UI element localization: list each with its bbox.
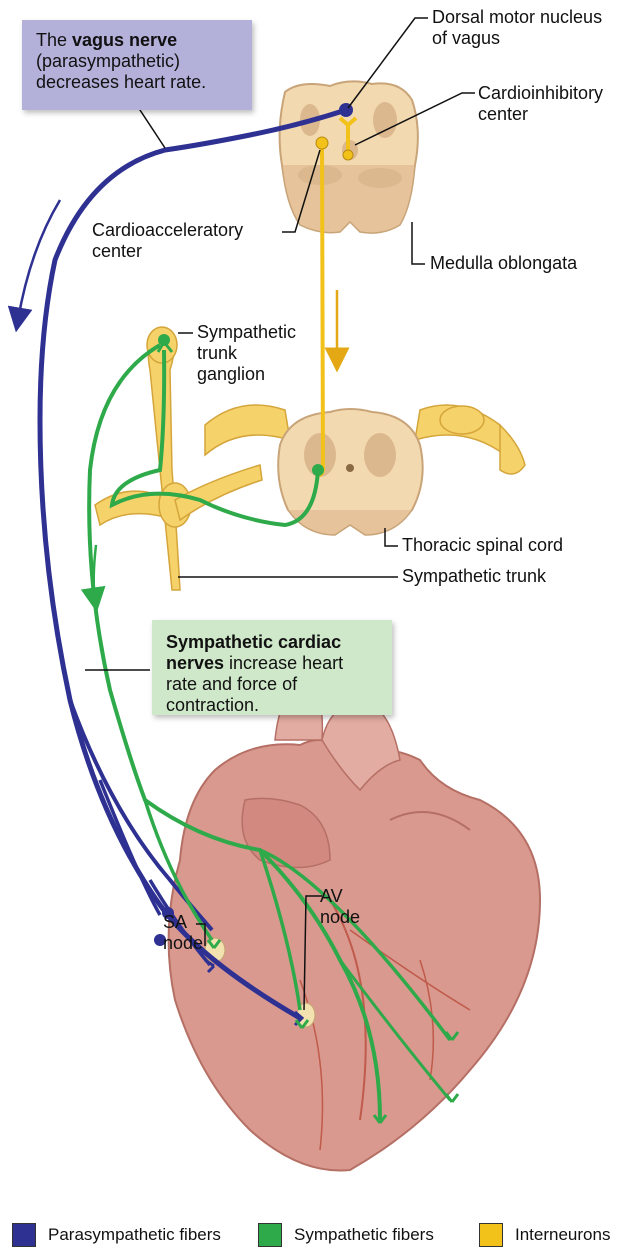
legend-swatch-interneurons <box>479 1223 503 1247</box>
label-av-node: AV node <box>320 886 360 928</box>
label-thoracic-spinal-cord: Thoracic spinal cord <box>402 535 563 556</box>
label-thoracic-text: Thoracic spinal cord <box>402 535 563 555</box>
label-sympathetic-trunk-text: Sympathetic trunk <box>402 566 546 586</box>
label-medulla-oblongata: Medulla oblongata <box>430 253 577 274</box>
label-dorsal-motor-nucleus: Dorsal motor nucleus of vagus <box>432 7 602 49</box>
vagus-bold: vagus nerve <box>72 30 177 50</box>
legend-parasympathetic: Parasympathetic fibers <box>12 1223 221 1247</box>
legend-swatch-sympathetic <box>258 1223 282 1247</box>
legend-sympathetic: Sympathetic fibers <box>258 1223 434 1247</box>
label-av-line1: AV <box>320 886 360 907</box>
label-cardioacceleratory-center: Cardioacceleratory center <box>92 220 243 262</box>
legend-label-sympathetic: Sympathetic fibers <box>294 1225 434 1245</box>
label-cardioinhibitory-center: Cardioinhibitory center <box>478 83 603 125</box>
label-av-line2: node <box>320 907 360 928</box>
label-dorsal-line2: of vagus <box>432 28 602 49</box>
vagus-prefix: The <box>36 30 72 50</box>
label-sympathetic-trunk-ganglion: Sympathetic trunk ganglion <box>197 322 296 385</box>
label-ganglion-line1: Sympathetic <box>197 322 296 343</box>
label-sa-node: SA node <box>163 912 203 954</box>
label-ganglion-line3: ganglion <box>197 364 296 385</box>
label-dorsal-line1: Dorsal motor nucleus <box>432 7 602 28</box>
legend-interneurons: Interneurons <box>479 1223 610 1247</box>
vagus-rest: (parasympathetic) decreases heart rate. <box>36 51 206 92</box>
label-sa-line1: SA <box>163 912 203 933</box>
sympathetic-callout: Sympathetic cardiac nerves increase hear… <box>152 620 392 715</box>
label-cardioinhibitory-line1: Cardioinhibitory <box>478 83 603 104</box>
label-cardioacceleratory-line1: Cardioacceleratory <box>92 220 243 241</box>
vagus-callout: The vagus nerve (parasympathetic) decrea… <box>22 20 252 110</box>
label-sa-line2: node <box>163 933 203 954</box>
label-sympathetic-trunk: Sympathetic trunk <box>402 566 546 587</box>
legend-label-interneurons: Interneurons <box>515 1225 610 1245</box>
label-ganglion-line2: trunk <box>197 343 296 364</box>
label-medulla-text: Medulla oblongata <box>430 253 577 273</box>
legend-swatch-parasympathetic <box>12 1223 36 1247</box>
legend-label-parasympathetic: Parasympathetic fibers <box>48 1225 221 1245</box>
label-cardioinhibitory-line2: center <box>478 104 603 125</box>
label-cardioacceleratory-line2: center <box>92 241 243 262</box>
